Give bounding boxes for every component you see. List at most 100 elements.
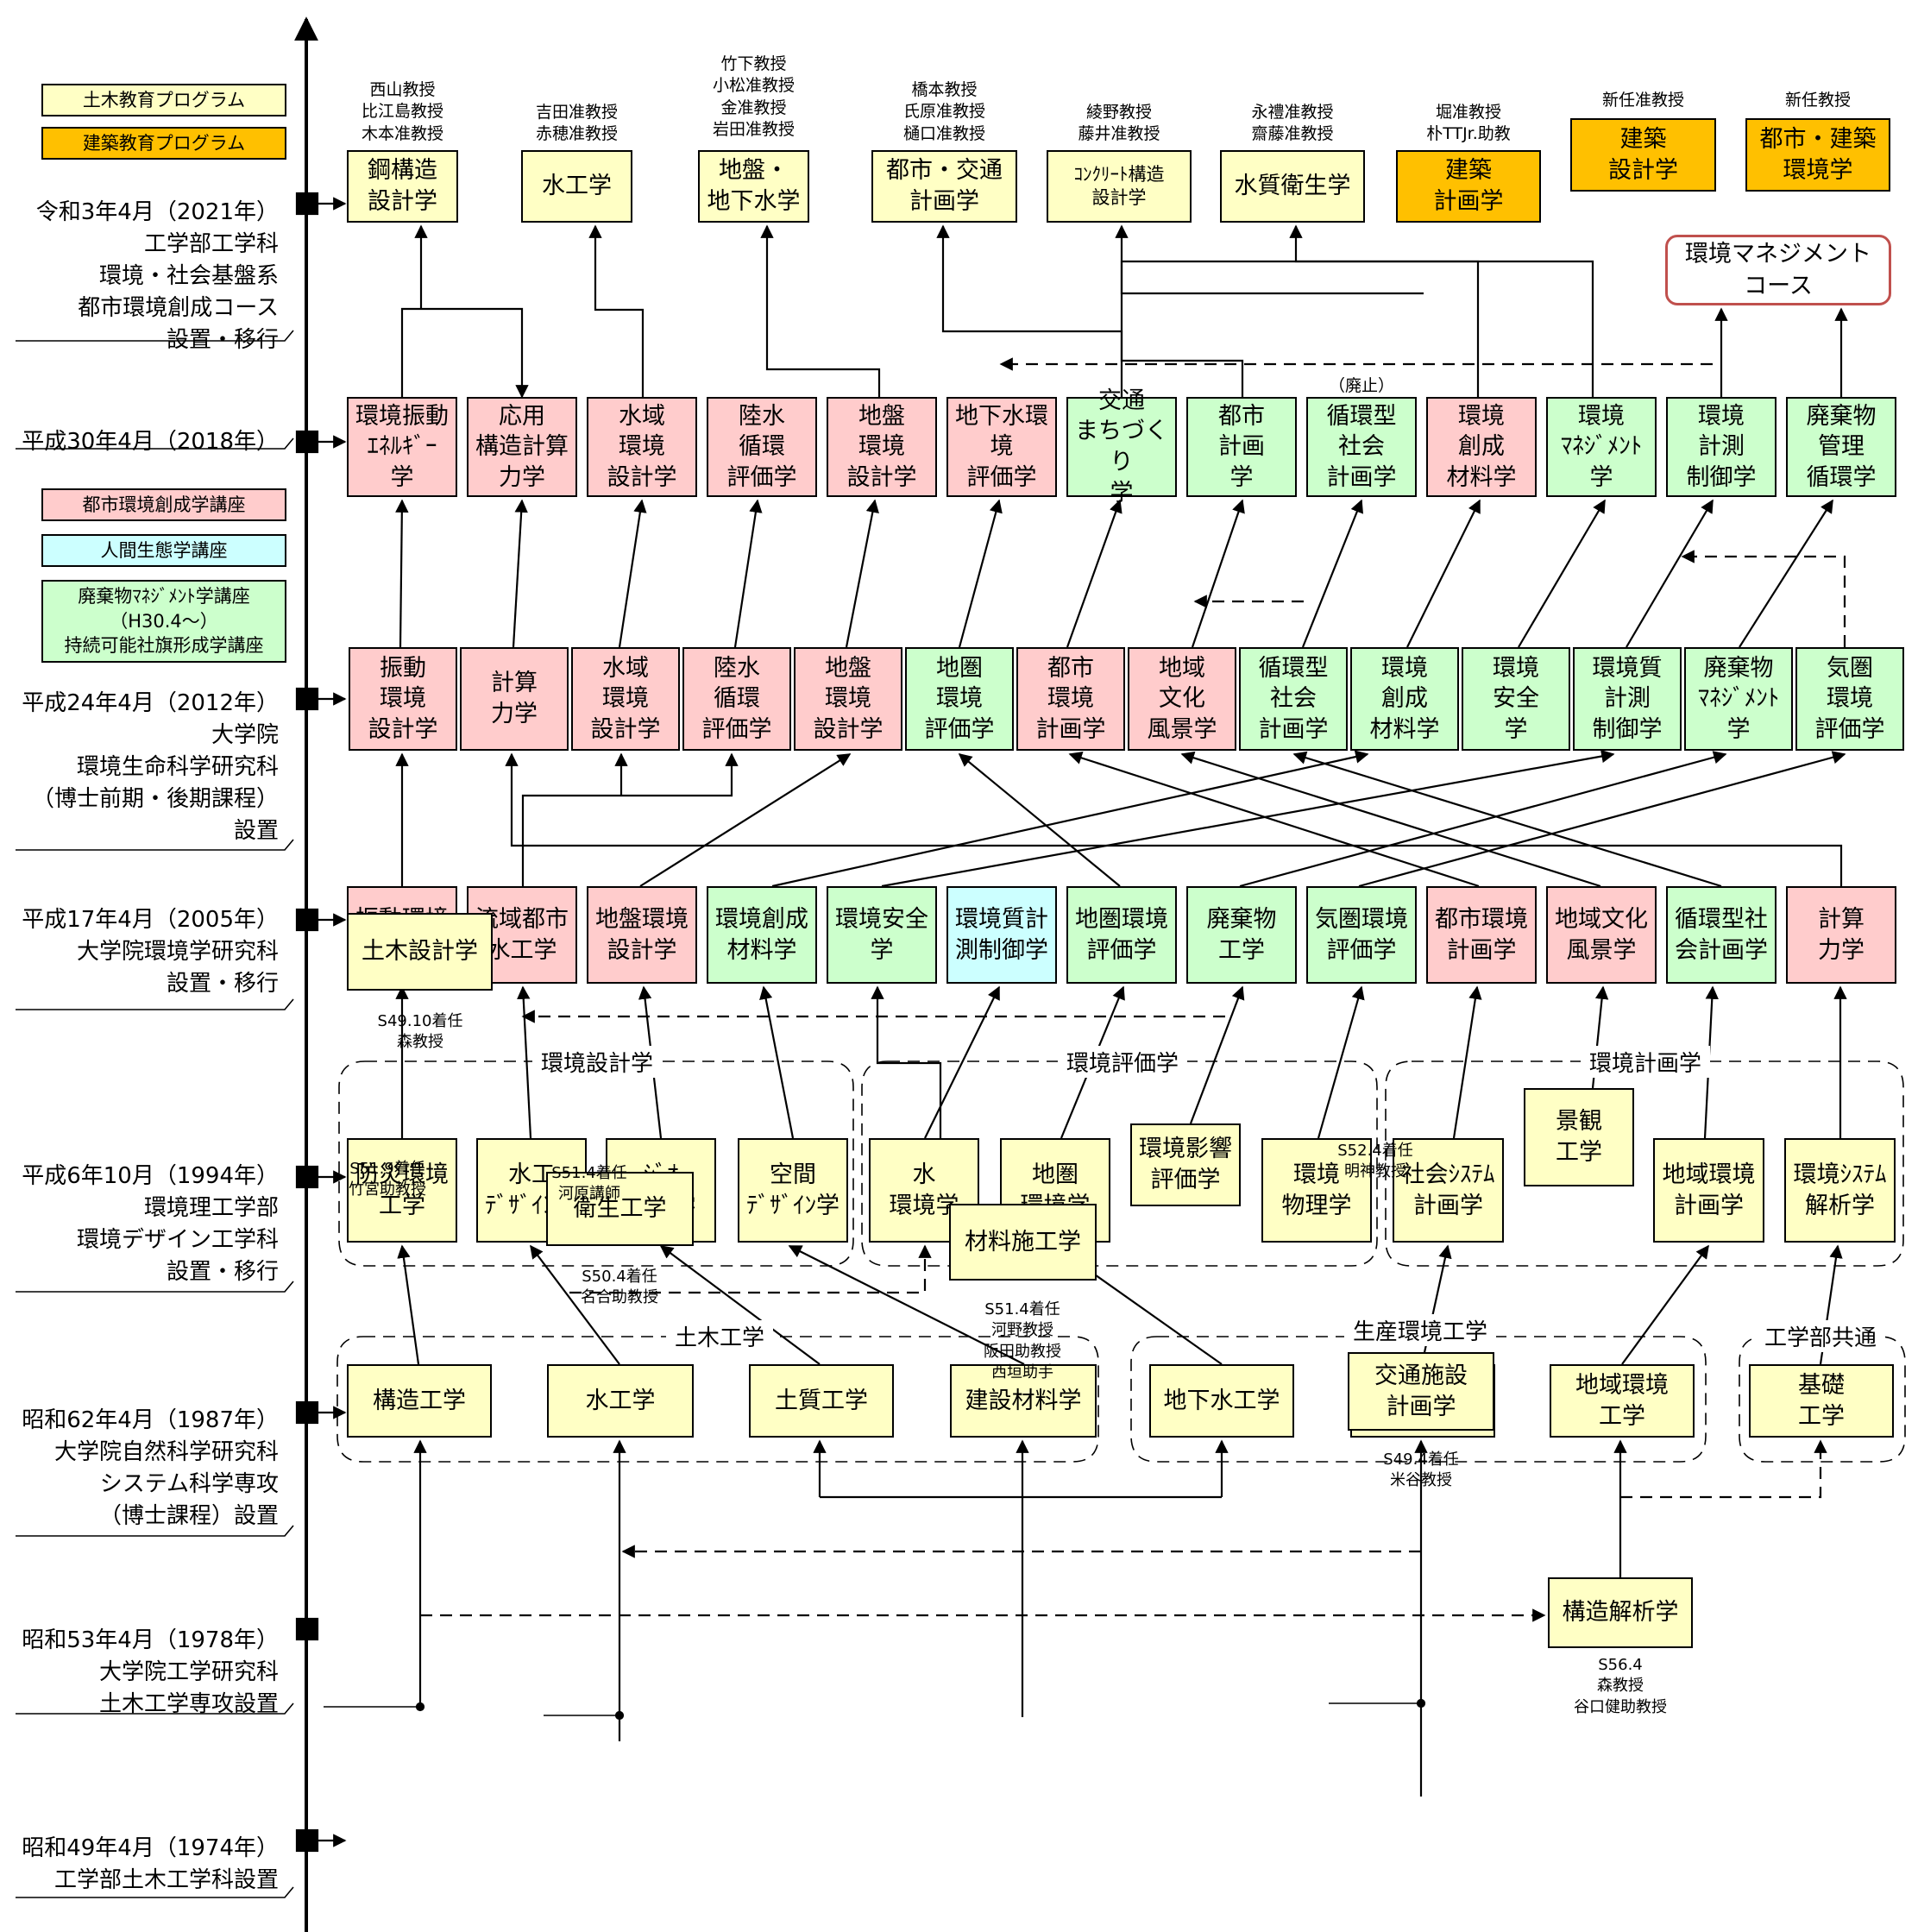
course-1987: 地下水工学 xyxy=(1149,1364,1294,1438)
staff-note: S56.4 森教授 谷口健助教授 xyxy=(1574,1656,1667,1716)
connector-arrow xyxy=(1239,751,1727,888)
connector-arrow xyxy=(639,753,852,887)
course-2018: 環境 創成 材料学 xyxy=(1426,397,1537,497)
course-1994: 環境 物理学 xyxy=(1261,1138,1372,1243)
course-2018: 地盤 環境 設計学 xyxy=(827,397,937,497)
course-2021: ｺﾝｸﾘｰﾄ構造 設計学 xyxy=(1047,150,1192,223)
course-2012: 環境 創成 材料学 xyxy=(1350,647,1459,751)
course-2005: 気圏環境 評価学 xyxy=(1306,886,1417,984)
faculty-names: 新任教授 xyxy=(1784,91,1852,110)
group-label: 土木工学 xyxy=(665,1320,774,1352)
era-label: 昭和62年4月（1987年） 大学院自然科学研究科 システム科学専攻 （博士課程… xyxy=(22,1407,279,1529)
course-2021: 都市・交通 計画学 xyxy=(871,150,1017,223)
course-1994: 環境ｼｽﾃﾑ 解析学 xyxy=(1784,1138,1896,1243)
course-1994: 地域環境 計画学 xyxy=(1653,1138,1764,1243)
junction-dot xyxy=(614,1710,625,1721)
group-label: 環境設計学 xyxy=(531,1046,663,1078)
course-2012: 廃棄物 ﾏﾈｼﾞﾒﾝﾄ 学 xyxy=(1684,647,1793,751)
course-2018: 陸水 循環 評価学 xyxy=(707,397,817,497)
connector-arrow xyxy=(521,752,739,886)
course-1994: 景観 工学 xyxy=(1524,1088,1634,1186)
course-2012: 循環型 社会 計画学 xyxy=(1239,647,1348,751)
course-2018: 廃棄物 管理 循環学 xyxy=(1786,397,1896,497)
connector-arrow xyxy=(1191,499,1245,648)
course-2021: 建築 設計学 xyxy=(1570,118,1716,192)
course-1987: 構造工学 xyxy=(347,1364,492,1438)
era-label: 令和3年4月（2021年） 工学部工学科 環境・社会基盤系 都市環境創成コース … xyxy=(35,199,279,353)
connector-arrow xyxy=(400,307,529,399)
connector-arrow xyxy=(881,749,1615,888)
connector-arrow xyxy=(1739,499,1833,648)
course-early: 交通施設 計画学 xyxy=(1348,1352,1494,1431)
era-underline xyxy=(16,1702,294,1715)
course-2012: 陸水 循環 評価学 xyxy=(682,647,791,751)
course-2012: 環境質 計測 制御学 xyxy=(1573,647,1682,751)
connector-arrow xyxy=(659,1245,821,1365)
course-2018: 環境 計測 制御学 xyxy=(1666,397,1777,497)
era-label: 昭和53年4月（1978年） 大学院工学研究科 土木工学専攻設置 xyxy=(22,1627,279,1717)
connector-arrow xyxy=(936,224,1123,397)
connector-arrow xyxy=(1358,751,1846,888)
era-label: 平成30年4月（2018年） xyxy=(22,429,279,455)
faculty-names: 吉田准教授 赤穂准教授 xyxy=(535,103,619,144)
group-label: 環境評価学 xyxy=(1057,1046,1188,1078)
era-underline xyxy=(16,1886,294,1898)
era-underline xyxy=(16,998,294,1010)
course-1987: 建設材料学 xyxy=(950,1364,1097,1438)
connector-arrow xyxy=(845,499,879,648)
era-underline xyxy=(16,1281,294,1293)
course-2005: 循環型社 会計画学 xyxy=(1666,886,1777,984)
course-2005: 地盤環境 設計学 xyxy=(587,886,697,984)
era-label: 平成17年4月（2005年） 大学院環境学研究科 設置・移行 xyxy=(22,907,279,997)
group-label: 工学部共通 xyxy=(1755,1320,1886,1352)
course-1987: 基礎 工学 xyxy=(1749,1364,1894,1438)
connector-arrow xyxy=(1180,751,1601,888)
course-2018: 交通 まちづくり 学 xyxy=(1066,387,1177,507)
junction-dot xyxy=(415,1702,425,1712)
connector-arrow xyxy=(1452,985,1482,1139)
faculty-names: 堀准教授 朴TTJr.助教 xyxy=(1426,103,1511,144)
course-2005: 計算 力学 xyxy=(1786,886,1896,984)
connector-arrow xyxy=(569,1244,932,1294)
connector-arrow xyxy=(871,985,942,1138)
connector-arrow xyxy=(1289,224,1594,397)
staff-note: S49.4着任 米谷教授 xyxy=(1383,1451,1459,1490)
course-2021: 地盤・ 地下水学 xyxy=(698,150,809,223)
legend-urban-chair: 都市環境創成学講座 xyxy=(41,488,286,521)
era-label: 平成24年4月（2012年） 大学院 環境生命科学研究科 （博士前期・後期課程）… xyxy=(22,690,279,844)
course-1987: 土質工学 xyxy=(749,1364,894,1438)
era-underline xyxy=(16,437,294,450)
staff-note: S51.9着任 竹宮助教授 xyxy=(349,1160,426,1199)
course-1987: 水工学 xyxy=(547,1364,694,1438)
course-2012: 環境 安全 学 xyxy=(1462,647,1570,751)
connector-arrow xyxy=(759,985,795,1139)
course-1994: 防災環境 工学 xyxy=(347,1138,457,1243)
connector-arrow xyxy=(517,985,532,1139)
course-2005: 環境安全 学 xyxy=(827,886,937,984)
timeline-marker xyxy=(295,1617,319,1641)
course-2018: 循環型 社会 計画学 xyxy=(1306,397,1417,497)
course-2021: 水工学 xyxy=(521,150,632,223)
connector-arrow xyxy=(1066,499,1123,648)
course-2012: 地圏 環境 評価学 xyxy=(905,647,1014,751)
faculty-names: 永禮准教授 齋藤准教授 xyxy=(1251,103,1334,144)
connector-arrow xyxy=(1518,499,1606,648)
group-frame xyxy=(1130,1336,1707,1463)
staff-note: S51.4着任 河野教授 阪田助教授 西垣助手 xyxy=(984,1300,1061,1381)
course-2021: 鋼構造 設計学 xyxy=(347,150,458,223)
course-early: 構造解析学 xyxy=(1548,1577,1693,1648)
course-2018: 地下水環 境 評価学 xyxy=(946,397,1057,497)
course-2005: 環境創成 材料学 xyxy=(707,886,817,984)
connector-arrow xyxy=(530,1244,620,1365)
course-1994: 社会ｼｽﾃﾑ 計画学 xyxy=(1393,1138,1504,1243)
staff-note: S50.4着任 名合助教授 xyxy=(581,1268,658,1307)
course-2012: 計算 力学 xyxy=(460,647,569,751)
course-2021: 水質衛生学 xyxy=(1220,150,1365,223)
connector-arrow xyxy=(505,752,1843,886)
connector-arrow xyxy=(1620,1439,1827,1499)
era-label: 昭和49年4月（1974年） 工学部土木工学科設置 xyxy=(22,1835,279,1893)
course-2012: 都市 環境 計画学 xyxy=(1016,647,1125,751)
connector-arrow xyxy=(958,499,1003,648)
course-early: 材料施工学 xyxy=(949,1204,1097,1281)
